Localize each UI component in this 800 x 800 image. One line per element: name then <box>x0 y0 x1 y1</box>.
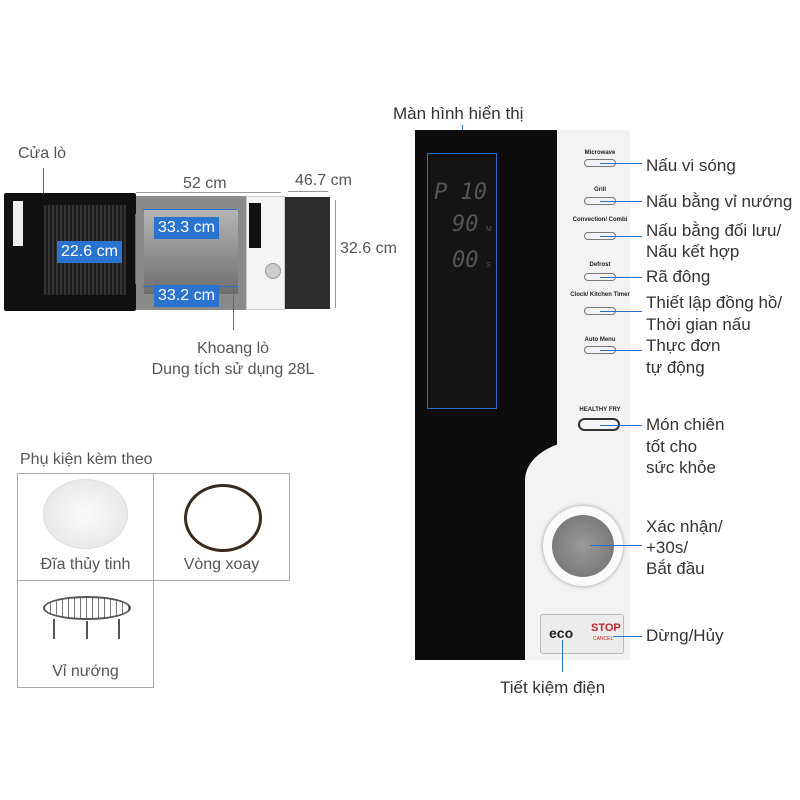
pointer-line <box>600 163 642 164</box>
cavity-label: Khoang lò <box>196 340 270 357</box>
eco-desc: Tiết kiệm điện <box>500 678 606 697</box>
door-label: Cửa lò <box>18 145 67 162</box>
roller-ring-image <box>184 484 262 552</box>
auto-menu-button-text: Auto Menu <box>584 337 616 343</box>
oven-side <box>285 197 330 309</box>
cavity-width-top-badge: 33.3 cm <box>154 217 219 239</box>
capacity-label: Dung tích sử dụng 28L <box>151 361 315 378</box>
cavity-width-bottom-badge: 33.2 cm <box>154 285 219 307</box>
accessory-roller-ring: Vòng xoay <box>153 473 290 581</box>
grill-rack-image <box>43 596 131 620</box>
pointer-line <box>600 350 642 351</box>
display-program: P 10 <box>434 180 487 205</box>
pointer-line <box>613 636 642 637</box>
display-label: Màn hình hiển thị <box>393 104 524 123</box>
grill-button-text: Grill <box>593 187 606 193</box>
glass-plate-image <box>43 479 128 549</box>
accessories-title: Phụ kiện kèm theo <box>20 451 153 468</box>
healthy-fry-desc-3: sức khỏe <box>646 458 716 477</box>
eco-stop-panel: eco STOP CANCEL <box>540 614 624 654</box>
microwave-desc: Nấu vi sóng <box>646 156 736 175</box>
pointer-line <box>562 640 563 672</box>
cavity-top-arrow <box>143 209 237 210</box>
healthy-fry-desc-2: tốt cho <box>646 437 698 456</box>
dial-knob-center <box>552 515 614 577</box>
depth-dimension: 46.7 cm <box>295 172 352 189</box>
stop-desc: Dừng/Hủy <box>646 626 724 645</box>
display-seconds: 00 <box>452 248 479 273</box>
oven-control-strip <box>246 196 285 310</box>
width-dimension: 52 cm <box>183 175 227 192</box>
accessory-label: Vòng xoay <box>183 556 260 573</box>
pointer-line <box>600 425 642 426</box>
convection-desc: Nấu bằng đối lưu/ <box>646 221 782 240</box>
display-screen: P 10 90 M 00 S <box>427 153 497 409</box>
cavity-height-arrow <box>135 214 136 284</box>
healthy-fry-desc-1: Món chiên <box>646 415 725 434</box>
combi-desc: Nấu kết hợp <box>646 242 740 261</box>
eco-button[interactable]: eco <box>549 625 574 641</box>
defrost-desc: Rã đông <box>646 267 711 286</box>
pointer-line <box>600 277 642 278</box>
microwave-button-text: Microwave <box>584 150 616 156</box>
convection-button-text: Convection/ Combi <box>572 217 628 223</box>
accessory-grill-rack: Vỉ nướng <box>17 580 154 688</box>
auto-menu-desc-1: Thực đơn <box>646 336 721 355</box>
grill-desc: Nấu bằng vỉ nướng <box>646 192 793 211</box>
cancel-text: CANCEL <box>593 636 614 642</box>
display-minutes-unit: M <box>486 226 492 233</box>
pointer-line <box>600 236 642 237</box>
knob-desc-2: +30s/ <box>646 538 689 557</box>
clock-desc: Thiết lập đồng hồ/ <box>646 293 783 312</box>
knob-desc-3: Bắt đầu <box>646 559 705 578</box>
stop-button[interactable]: STOP <box>591 622 621 634</box>
healthy-fry-button-text: HEALTHY FRY <box>579 407 621 413</box>
clock-button-text: Clock/ Kitchen Timer <box>570 292 630 298</box>
auto-menu-desc-2: tự động <box>646 358 705 377</box>
door-pointer-line <box>43 168 44 203</box>
door-handle <box>13 201 23 246</box>
height-arrow <box>335 200 336 308</box>
pointer-line <box>600 311 642 312</box>
cavity-pointer-line <box>233 285 234 330</box>
accessory-glass-plate: Đĩa thủy tinh <box>17 473 154 581</box>
pointer-line <box>590 545 642 546</box>
display-seconds-unit: S <box>486 262 491 269</box>
display-minutes: 90 <box>452 212 479 237</box>
height-dimension: 32.6 cm <box>340 240 397 257</box>
cavity-height-badge: 22.6 cm <box>57 241 122 263</box>
defrost-button-text: Defrost <box>589 262 611 268</box>
healthy-fry-button[interactable] <box>578 418 620 431</box>
accessory-label: Đĩa thủy tinh <box>40 556 131 573</box>
timer-desc: Thời gian nấu <box>646 315 751 334</box>
knob-desc-1: Xác nhận/ <box>646 517 723 536</box>
depth-arrow <box>288 191 328 192</box>
width-arrow <box>136 192 281 193</box>
pointer-line <box>600 201 642 202</box>
dial-knob[interactable] <box>543 506 623 586</box>
accessory-label: Vỉ nướng <box>52 663 119 680</box>
